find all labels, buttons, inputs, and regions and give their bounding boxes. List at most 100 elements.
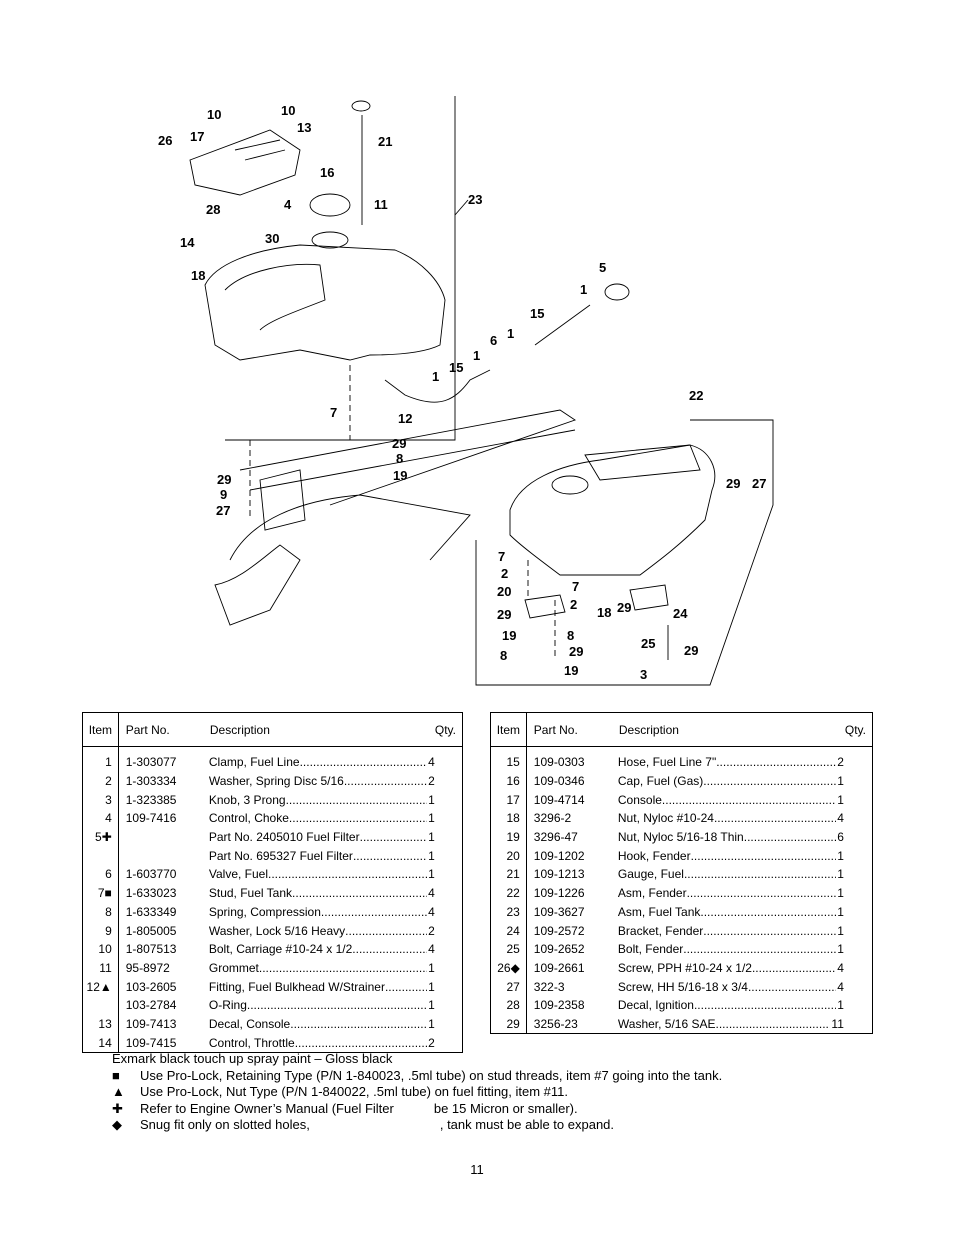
callout-label: 1: [473, 348, 480, 363]
callout-label: 7: [330, 405, 337, 420]
item-number: 15: [490, 746, 527, 772]
description-leader: Grommet.................................…: [209, 961, 435, 975]
item-number: 1: [82, 746, 119, 772]
callout-label: 14: [180, 235, 195, 250]
description-leader: Washer, Lock 5/16 Heavy.................…: [209, 924, 435, 938]
callout-label: 17: [190, 129, 204, 144]
note-text: Use Pro-Lock, Nut Type (P/N 1-840022, .5…: [140, 1084, 569, 1099]
quantity: 1: [428, 811, 435, 826]
fuel-cap-shape: [309, 193, 351, 217]
callout-label: 20: [497, 584, 511, 599]
quantity: 1: [837, 792, 844, 807]
item-number: 3: [82, 790, 119, 810]
description: Washer, Lock 5/16 Heavy: [208, 923, 346, 938]
callout-label: 18: [597, 605, 611, 620]
description-cell: Decal, Console..........................…: [204, 1015, 463, 1034]
header-part-no: Part No.: [526, 712, 613, 747]
dot-leader: ........................................…: [715, 1016, 831, 1031]
quantity: 1: [428, 1016, 435, 1031]
console-shape: [189, 129, 301, 196]
callout-label: 8: [500, 648, 507, 663]
dot-leader: ........................................…: [292, 886, 427, 901]
dot-leader: ........................................…: [246, 998, 428, 1013]
dot-leader: ........................................…: [703, 923, 836, 938]
fuel-line-upper: [534, 304, 591, 346]
dot-leader: ........................................…: [713, 811, 837, 826]
console-decal: [234, 139, 286, 161]
description-cell: Hose, Fuel Line 7"......................…: [613, 747, 873, 772]
callout-label: 27: [752, 476, 766, 491]
item-number: 21: [490, 865, 527, 884]
quantity: 1: [837, 867, 844, 882]
description-leader: Decal, Ignition.........................…: [618, 998, 844, 1012]
parts-table-header: Item Part No. Description Qty.: [490, 712, 873, 747]
callout-label: 23: [468, 192, 482, 207]
description: Part No. 695327 Fuel Filter: [208, 848, 353, 863]
description-cell: Valve, Fuel.............................…: [204, 865, 463, 884]
part-number: 3256-23: [533, 1016, 578, 1031]
description-leader: Nut, Nyloc #10-24.......................…: [618, 811, 844, 825]
part-number: 109-7413: [125, 1016, 177, 1031]
part-number: 109-1202: [533, 848, 585, 863]
fuel-gauge-knob: [351, 100, 371, 112]
description: Hose, Fuel Line 7": [617, 755, 717, 770]
description-cell: Control, Choke..........................…: [204, 809, 463, 828]
description: Screw, PPH #10-24 x 1/2: [617, 960, 752, 975]
description-cell: Part No. 695327 Fuel Filter.............…: [204, 846, 463, 865]
note-paint: Exmark black touch up spray paint – Glos…: [112, 1051, 722, 1068]
description-cell: Cap, Fuel (Gas).........................…: [613, 772, 873, 791]
description-leader: Bracket, Fender.........................…: [618, 924, 844, 938]
callout-label: 28: [206, 202, 220, 217]
part-number: 1-805005: [125, 923, 177, 938]
description-leader: Decal, Console..........................…: [209, 1017, 435, 1031]
dot-leader: ........................................…: [747, 979, 836, 994]
fender-cupholder: [551, 475, 589, 495]
quantity: 6: [837, 830, 844, 845]
callout-label: 9: [220, 487, 227, 502]
description-leader: Bolt, Fender............................…: [618, 942, 844, 956]
note-text: Use Pro-Lock, Retaining Type (P/N 1-8400…: [140, 1067, 723, 1083]
description: Clamp, Fuel Line: [208, 755, 300, 770]
callout-label: 24: [673, 606, 688, 621]
part-number: 109-1226: [533, 886, 585, 901]
description-cell: Part No. 2405010 Fuel Filter............…: [204, 828, 463, 847]
item-number: 20: [490, 846, 527, 866]
page-number: 11: [470, 1162, 484, 1177]
note-retaining: ■ Use Pro-Lock, Retaining Type (P/N 1-84…: [112, 1068, 722, 1085]
dot-leader: ........................................…: [703, 774, 836, 789]
frame-mount: [214, 544, 301, 626]
table-row: 5✚Part No. 2405010 Fuel Filter..........…: [82, 827, 463, 847]
dot-leader: ........................................…: [743, 830, 837, 845]
description-cell: Console.................................…: [613, 790, 873, 809]
description-cell: Fitting, Fuel Bulkhead W/Strainer.......…: [204, 977, 463, 996]
quantity: 1: [837, 904, 844, 919]
callout-label: 26: [158, 133, 172, 148]
quantity: 4: [428, 886, 435, 901]
callout-label: 10: [207, 107, 221, 122]
callout-label: 15: [449, 360, 463, 375]
header-item: Item: [82, 712, 119, 747]
quantity: 1: [428, 848, 435, 863]
callout-label: 12: [398, 411, 412, 426]
item-number: 2: [82, 771, 119, 791]
fender-shape: [509, 444, 716, 576]
description: Stud, Fuel Tank: [208, 886, 293, 901]
part-number: 3296-2: [533, 811, 572, 826]
part-number: 109-7416: [125, 811, 177, 826]
description-leader: Fitting, Fuel Bulkhead W/Strainer.......…: [209, 980, 435, 994]
description-cell: Washer, Lock 5/16 Heavy.................…: [204, 921, 463, 940]
header-qty: Qty.: [838, 712, 873, 747]
description-cell: Bolt, Fender............................…: [613, 940, 873, 959]
quantity: 1: [837, 774, 844, 789]
